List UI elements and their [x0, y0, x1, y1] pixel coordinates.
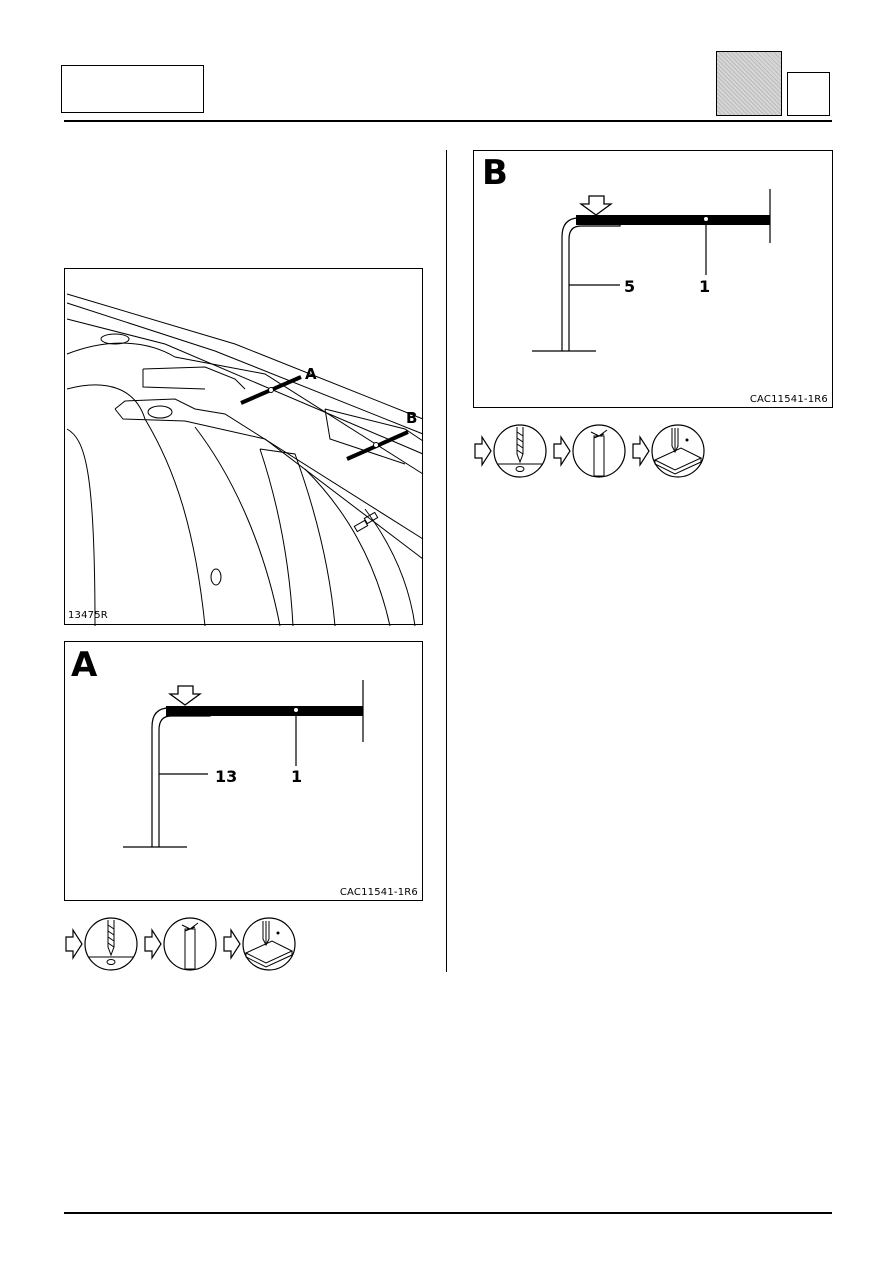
section-letter: B	[482, 153, 508, 193]
callout-b: B	[406, 409, 418, 427]
figure-section-a: A 13 1 CAC11541-1R6	[64, 641, 423, 901]
drill-icon	[493, 424, 547, 478]
section-b-drawing	[532, 189, 771, 352]
chisel-icon	[163, 917, 217, 971]
header-rule	[64, 120, 832, 122]
part-label-1: 1	[291, 767, 303, 786]
figure-ref: 13475R	[68, 610, 108, 621]
part-label-1: 1	[699, 277, 711, 296]
procedure-icons-b	[473, 424, 713, 480]
roof-rail-drawing	[66, 293, 424, 627]
procedure-icons-a	[64, 917, 304, 973]
figure-section-b: B 5 1 CAC11541-1R6	[473, 150, 833, 408]
spot-weld-icon	[242, 917, 296, 971]
header-title-box	[61, 65, 204, 113]
callout-a: A	[305, 365, 317, 383]
part-label-5: 5	[624, 277, 636, 296]
section-a-drawing	[123, 680, 364, 848]
step-arrow-icon	[65, 927, 83, 961]
footer-rule	[64, 1212, 832, 1214]
chisel-icon	[572, 424, 626, 478]
header-page-box	[787, 72, 830, 116]
section-letter: A	[71, 645, 98, 685]
figure-overview: A B 13475R	[64, 268, 424, 627]
figure-ref: CAC11541-1R6	[749, 394, 828, 405]
part-label-13: 13	[215, 767, 238, 786]
drill-icon	[84, 917, 138, 971]
figure-ref: CAC11541-1R6	[339, 887, 418, 898]
column-divider	[446, 150, 447, 972]
spot-weld-icon	[651, 424, 705, 478]
header-section-shaded-box	[716, 51, 782, 116]
